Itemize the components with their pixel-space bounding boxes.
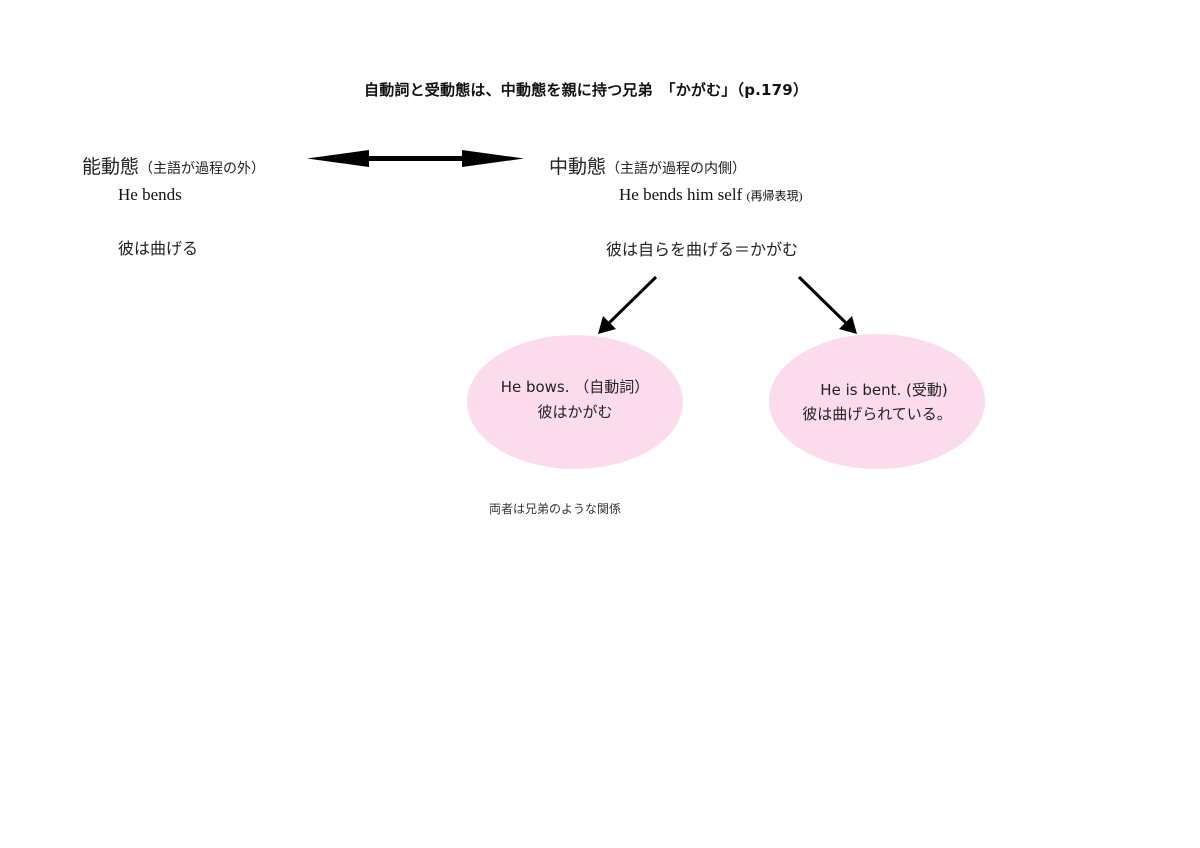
middle-voice-note: （主語が過程の内側）: [606, 161, 747, 177]
middle-voice-heading: 中動態（主語が過程の内側）: [549, 152, 746, 179]
middle-voice-english-text: He bends him self: [619, 185, 743, 204]
active-voice-english: He bends: [118, 185, 182, 204]
passive-japanese: 彼は曲げられている。: [802, 405, 952, 423]
reflexive-note: (再帰表現): [746, 189, 803, 203]
middle-voice-japanese: 彼は自らを曲げる＝かがむ: [606, 240, 799, 259]
active-voice-japanese: 彼は曲げる: [118, 239, 199, 258]
intransitive-english: He bows. （自動詞）: [500, 378, 650, 396]
passive-ellipse: He is bent. (受動) 彼は曲げられている。: [769, 334, 985, 469]
active-voice-label: 能動態: [82, 156, 140, 178]
passive-english: He is bent. (受動): [820, 381, 948, 399]
intransitive-japanese: 彼はかがむ: [537, 403, 613, 421]
arrow-down-right-icon: [797, 275, 857, 334]
active-voice-heading: 能動態（主語が過程の外）: [82, 152, 265, 179]
middle-voice-english: He bends him self (再帰表現): [619, 185, 802, 205]
middle-voice-label: 中動態: [549, 156, 607, 178]
arrow-down-left-icon: [598, 275, 658, 334]
intransitive-ellipse: He bows. （自動詞） 彼はかがむ: [467, 335, 683, 469]
active-voice-note: （主語が過程の外）: [139, 161, 266, 177]
double-arrow-icon: [307, 150, 524, 167]
diagram-title: 自動詞と受動態は、中動態を親に持つ兄弟 「かがむ」（p.179）: [364, 81, 809, 99]
relationship-footnote: 両者は兄弟のような関係: [489, 502, 622, 516]
